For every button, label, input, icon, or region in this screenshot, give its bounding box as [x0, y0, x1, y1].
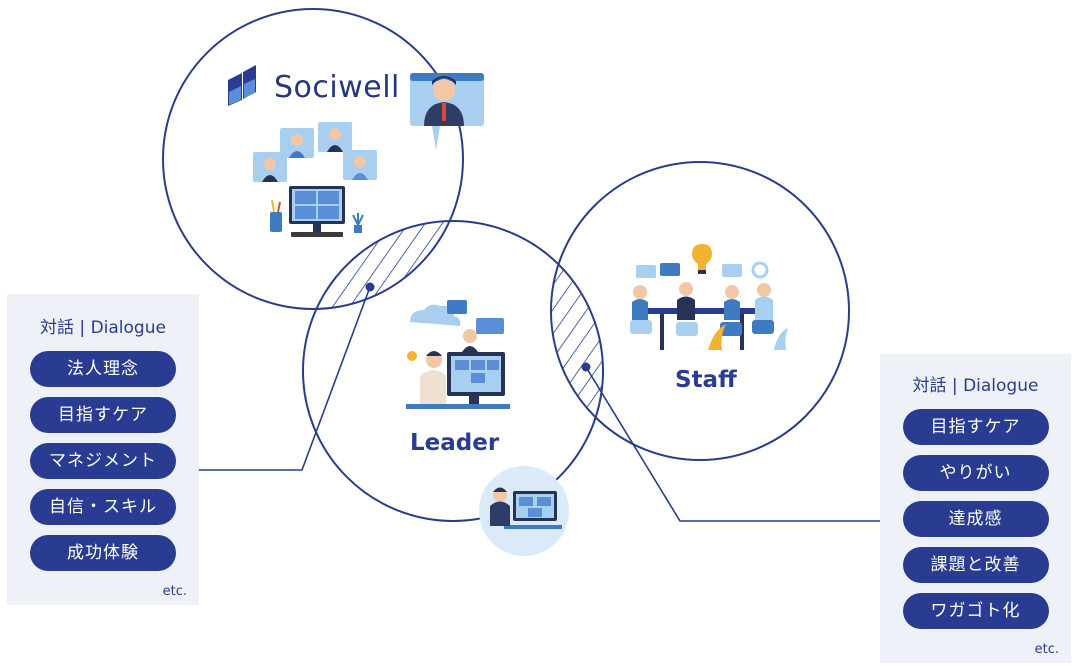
left-panel-heading: 対話 | Dialogue: [40, 318, 166, 338]
connector-left-dot: [365, 282, 375, 292]
connector-left: [199, 286, 371, 471]
right-pill-issues-improvement: 課題と改善: [902, 547, 1049, 583]
desktop-monitor-icon: [270, 186, 364, 237]
connector-right: [585, 366, 880, 522]
left-pill-management: マネジメント: [30, 443, 176, 479]
left-dialogue-panel: 対話 | Dialogue 法人理念 目指すケア マネジメント 自信・スキル 成…: [7, 294, 199, 605]
leader-label: Leader: [410, 430, 500, 456]
staff-meeting-icon: [630, 244, 788, 350]
left-pill-success: 成功体験: [30, 535, 176, 571]
left-pill-confidence-skill: 自信・スキル: [30, 489, 176, 525]
participants-icon: [253, 122, 377, 182]
sociwell-logo-icon: [228, 65, 256, 106]
connector-right-dot: [581, 362, 591, 372]
circle-staff: [550, 161, 850, 461]
right-pill-rewarding: やりがい: [902, 455, 1049, 491]
right-dialogue-panel: 対話 | Dialogue 目指すケア やりがい 達成感 課題と改善 ワガゴト化…: [880, 354, 1071, 663]
left-pill-target-care: 目指すケア: [30, 397, 176, 433]
leader-pc-badge-icon: [479, 466, 569, 556]
circle-sociwell: [162, 8, 464, 310]
leader-workstation-icon: [406, 300, 510, 409]
host-video-call-icon: [410, 73, 484, 150]
right-panel-heading: 対話 | Dialogue: [912, 376, 1039, 396]
right-panel-etc: etc.: [1034, 642, 1059, 657]
staff-label: Staff: [675, 367, 737, 393]
right-pill-ownership: ワガゴト化: [902, 593, 1049, 629]
left-panel-etc: etc.: [162, 584, 187, 599]
right-pill-target-care: 目指すケア: [902, 409, 1049, 445]
circle-leader: [302, 220, 604, 522]
right-pill-achievement: 達成感: [902, 501, 1049, 537]
left-pill-philosophy: 法人理念: [30, 351, 176, 387]
brand-name: Sociwell: [274, 70, 400, 105]
